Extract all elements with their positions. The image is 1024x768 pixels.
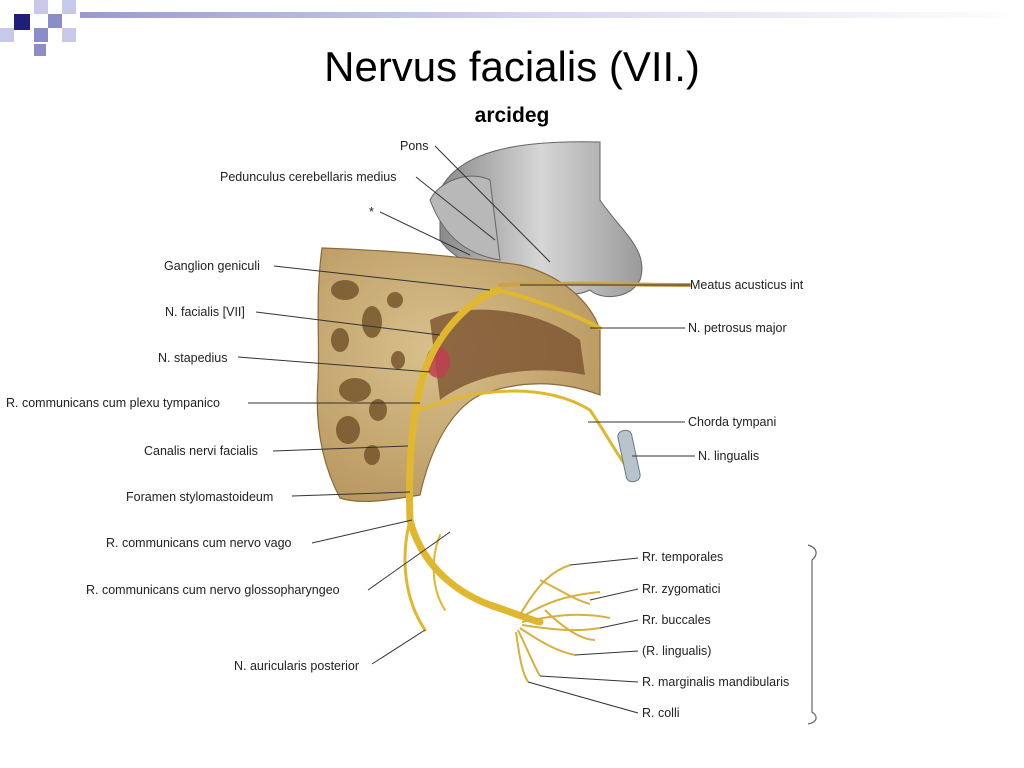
deco-square [34,44,46,56]
label-r-marginalis-mandibularis: R. marginalis mandibularis [642,675,790,689]
label-rr-zygomatici: Rr. zygomatici [642,582,721,596]
label-n-auricularis-posterior: N. auricularis posterior [234,659,360,673]
label-r-communicans-plexu-tympanico: R. communicans cum plexu tympanico [6,396,220,410]
label-n-lingualis: N. lingualis [698,449,760,463]
deco-square [62,0,76,14]
label-n-petrosus-major: N. petrosus major [688,321,787,335]
right-bracket [807,544,817,725]
bone-cavities [331,280,405,465]
deco-square [34,0,48,14]
label-ganglion-geniculi: Ganglion geniculi [164,259,260,273]
peripheral-branches [515,564,611,683]
deco-square [62,28,76,42]
cerebellar-peduncle-shape [429,175,501,261]
label-r-colli: R. colli [642,706,680,720]
label-meatus-acusticus: Meatus acusticus int [690,278,804,292]
label-r-communicans-nervo-vago: R. communicans cum nervo vago [106,536,292,550]
slide-title: Nervus facialis (VII.) [324,43,700,90]
lingual-nerve-shape [617,429,641,483]
label-n-stapedius: N. stapedius [158,351,228,365]
label-asterisk: * [369,205,374,219]
label-n-facialis: N. facialis [VII] [165,305,245,319]
label-rr-temporales: Rr. temporales [642,550,724,564]
deco-square [14,14,30,30]
deco-square [34,28,48,42]
header-bar [80,12,1024,18]
label-pedunculus-cerebellaris-medius: Pedunculus cerebellaris medius [220,170,397,184]
label-r-communicans-glossopharyngeo: R. communicans cum nervo glossopharyngeo [86,583,340,597]
facial-nerve [403,281,692,632]
label-pons: Pons [400,139,429,153]
label-canalis-nervi-facialis: Canalis nervi facialis [144,444,258,458]
label-chorda-tympani: Chorda tympani [688,415,777,429]
corner-decoration [0,0,1024,56]
label-r-lingualis: (R. lingualis) [642,644,712,658]
slide-subtitle: arcideg [474,104,550,127]
leader-lines [237,145,695,714]
deco-square [0,28,14,42]
label-rr-buccales: Rr. buccales [642,613,711,627]
facial-nerve-illustration [237,141,817,725]
label-foramen-stylomastoideum: Foramen stylomastoideum [126,490,274,504]
tympanic-region [430,309,585,400]
deco-square [48,14,62,28]
